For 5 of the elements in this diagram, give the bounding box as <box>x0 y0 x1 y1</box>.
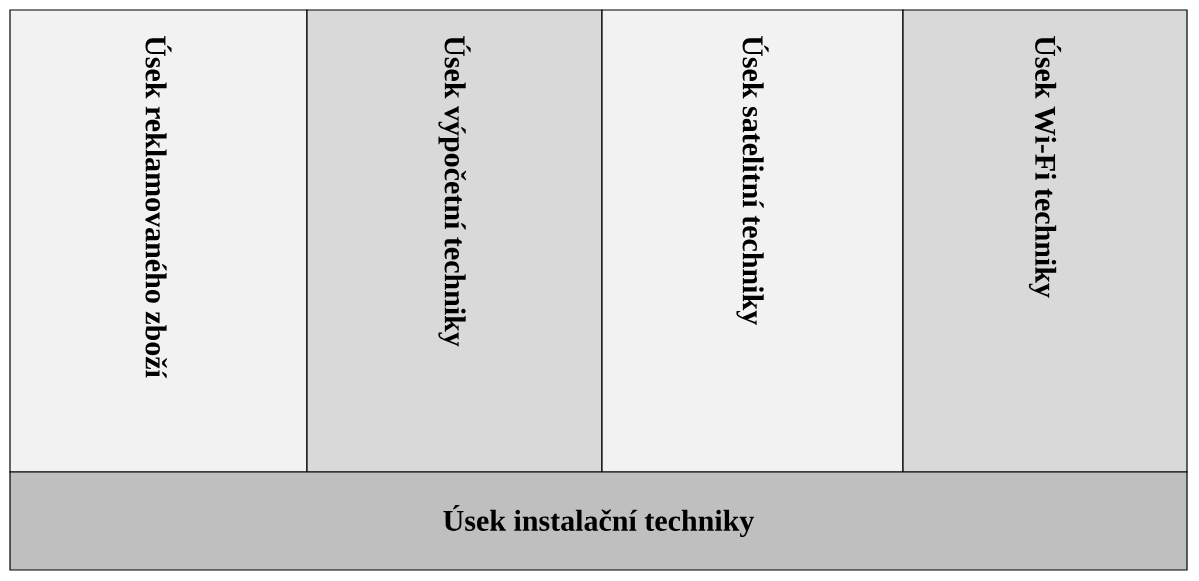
column-band: Úsek výpočetní techniky <box>306 9 603 473</box>
column-band: Úsek satelitní techniky <box>601 9 904 473</box>
column-band: Úsek Wi-Fi techniky <box>902 9 1188 473</box>
column-band: Úsek reklamovaného zboží <box>9 9 308 473</box>
row-band: Úsek instalační techniky <box>9 471 1188 571</box>
